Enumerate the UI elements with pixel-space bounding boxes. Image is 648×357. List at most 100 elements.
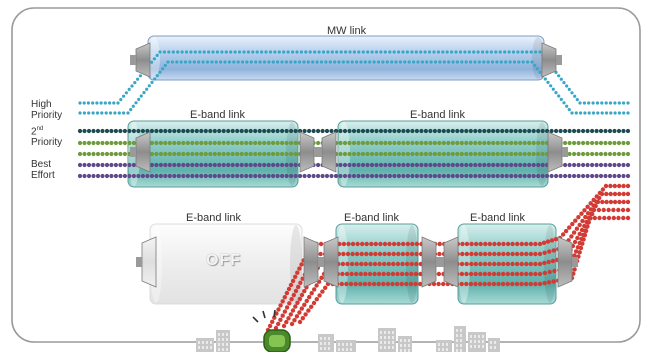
dot — [511, 50, 516, 54]
dot — [577, 250, 582, 255]
dot — [239, 173, 244, 179]
dot — [307, 173, 312, 179]
dot — [82, 173, 87, 179]
dot — [572, 267, 577, 272]
dot — [450, 162, 455, 168]
dot — [441, 140, 446, 146]
dot — [316, 140, 321, 146]
dot — [428, 173, 433, 179]
dot — [284, 319, 289, 325]
dot — [455, 140, 460, 146]
building-icon-window — [320, 347, 322, 350]
dot — [520, 50, 524, 54]
dot — [451, 60, 455, 64]
dot — [244, 151, 249, 157]
dot — [158, 140, 163, 146]
dot — [473, 60, 477, 64]
dot — [570, 91, 574, 95]
building-icon-window — [392, 341, 394, 344]
dot — [400, 251, 406, 257]
dot — [585, 128, 590, 134]
dot — [583, 214, 588, 220]
dot — [280, 140, 285, 146]
dot — [86, 151, 92, 157]
dot — [275, 151, 280, 157]
dot — [299, 306, 304, 311]
dot — [221, 173, 226, 179]
dot — [338, 162, 343, 168]
building-icon-window — [320, 337, 322, 340]
dot — [464, 140, 469, 146]
building-icon — [488, 338, 500, 352]
dot — [118, 162, 123, 168]
dot — [552, 268, 557, 274]
dot — [538, 70, 542, 74]
dot — [140, 128, 145, 134]
dot — [197, 60, 201, 64]
dot — [329, 173, 334, 179]
dot — [221, 162, 226, 168]
dot — [514, 251, 520, 257]
dot — [392, 151, 397, 157]
dot — [136, 128, 141, 134]
antenna-icon-base — [438, 257, 444, 267]
dot — [598, 162, 604, 168]
best-effort-row-2 — [77, 173, 631, 179]
dot — [459, 281, 464, 287]
dot — [289, 151, 294, 157]
dot — [527, 151, 532, 157]
dot — [207, 50, 211, 54]
dot — [282, 50, 286, 54]
dot — [359, 60, 363, 64]
dot — [510, 281, 515, 287]
dot — [304, 298, 309, 304]
dot — [423, 173, 428, 179]
dot — [477, 60, 481, 64]
building-icon — [378, 328, 396, 352]
dot — [469, 60, 473, 64]
dot — [612, 191, 618, 197]
dot — [579, 211, 584, 216]
dot — [350, 60, 354, 64]
dot — [581, 237, 586, 242]
dot — [321, 50, 326, 54]
dot — [585, 151, 590, 157]
dot — [496, 261, 501, 267]
building-icon-window — [482, 340, 484, 343]
dot — [140, 173, 145, 179]
dot — [319, 275, 324, 280]
antenna-icon — [136, 236, 157, 288]
dot — [291, 50, 295, 54]
dot — [398, 60, 402, 64]
dot — [86, 101, 90, 105]
dot — [258, 60, 262, 64]
dot — [356, 128, 361, 134]
dot — [272, 315, 277, 320]
building-icon — [436, 340, 452, 352]
building-icon-window — [474, 340, 476, 343]
dot — [275, 173, 280, 179]
dot — [268, 50, 273, 54]
dot — [432, 173, 437, 179]
dot — [119, 98, 123, 102]
dot — [401, 140, 406, 146]
dot — [369, 162, 375, 168]
dot — [284, 128, 289, 134]
dot — [217, 162, 222, 168]
dot — [531, 140, 536, 146]
dot — [450, 173, 455, 179]
dot — [491, 140, 496, 146]
dot — [386, 261, 391, 267]
dot — [464, 128, 469, 134]
antenna-icon-base — [562, 147, 568, 157]
antenna-icon — [130, 42, 151, 78]
dot — [603, 151, 608, 157]
dot — [304, 50, 308, 54]
building-icon-window — [408, 349, 410, 352]
dot — [498, 50, 502, 54]
dot — [298, 173, 303, 179]
building-icon — [318, 334, 334, 352]
dot — [410, 151, 415, 157]
dot — [571, 230, 577, 235]
dot — [103, 101, 107, 105]
